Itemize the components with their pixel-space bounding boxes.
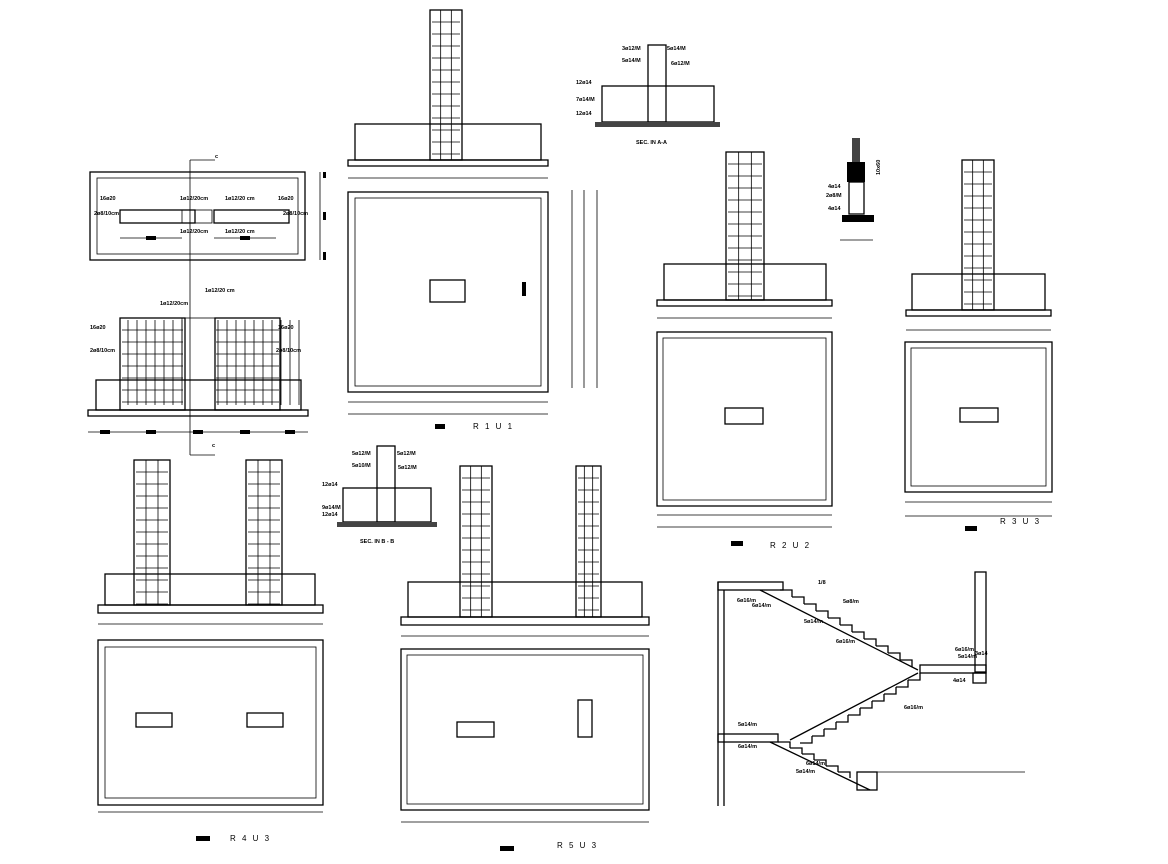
section-b-label: 5ø12/M [397, 451, 416, 457]
combined-footing-elevation: 1ø12/20 cm 1ø12/20cm 16ø20 2ø8/10cm 16ø2… [87, 288, 309, 434]
beam-section: 4ø14 2ø8/M 4ø14 10x60 [826, 138, 882, 241]
footing-r3-u3: R 3 U 3 [904, 159, 1053, 531]
elevation-label: 1ø12/20cm [160, 301, 188, 307]
combined-footing-plan: c c 16ø20 2ø8/10cm 1ø12/20cm 1ø12/20 cm … [89, 154, 326, 456]
stair-label: 5ø14/m [958, 654, 977, 660]
footing-r5-u3: R 5 U 3 [400, 465, 650, 851]
section-b-caption: SEC. IN B - B [360, 539, 394, 545]
footing-r4-u3: R 4 U 3 [97, 459, 324, 843]
stair-steps [759, 589, 921, 791]
footing-r1-u1: R 1 U 1 [347, 9, 598, 431]
plan-label: 16ø20 [100, 196, 116, 202]
elevation-label: 2ø8/10cm [276, 348, 301, 354]
footing-title-r4-u3: R 4 U 3 [230, 834, 271, 843]
stair-section: 1/8 6ø16/m 6ø14/m 5ø8/m 5ø14/m 6ø16/m 6ø… [717, 571, 1025, 806]
section-mark-top: c [215, 154, 218, 160]
stair-label: 5ø14/m [738, 722, 757, 728]
section-a-label: 7ø14/M [576, 97, 595, 103]
section-b-label: 12ø14 [322, 482, 339, 488]
stair-label: 4ø14 [953, 678, 966, 684]
column-rebar-grid [136, 460, 168, 605]
footing-title-r1-u1: R 1 U 1 [473, 422, 514, 431]
section-a-label: 12ø14 [576, 80, 593, 86]
stair-label: 1/8 [818, 580, 826, 586]
stair-label: 6ø14/m [738, 744, 757, 750]
section-mark-bottom: c [212, 443, 215, 449]
plan-label: 1ø12/20cm [180, 196, 208, 202]
beam-label: 10x60 [876, 160, 882, 175]
elevation-label: 2ø8/10cm [90, 348, 115, 354]
column-rebar-grid [964, 160, 992, 310]
section-a-label: 5ø14/M [622, 58, 641, 64]
stair-label: 6ø16/m [836, 639, 855, 645]
column-rebar-grid [248, 460, 280, 605]
column-rebar-grid [728, 152, 762, 300]
stair-label: 6ø16/m [955, 647, 974, 653]
stair-label: 6ø16/m [737, 598, 756, 604]
section-a-label: 6ø12/M [671, 61, 690, 67]
section-a-a: 3ø12/M 5ø14/M 5ø14/M 6ø12/M 12ø14 7ø14/M… [576, 44, 720, 146]
beam-label: 4ø14 [828, 184, 841, 190]
plan-label: 16ø20 [278, 196, 294, 202]
elevation-label: 1ø12/20 cm [205, 288, 235, 294]
footing-title-r3-u3: R 3 U 3 [1000, 517, 1041, 526]
elevation-label: 16ø20 [278, 325, 294, 331]
plan-label: 1ø12/20 cm [225, 229, 255, 235]
plan-label: 1ø12/20 cm [225, 196, 255, 202]
footing-r2-u2: R 2 U 2 [656, 151, 833, 550]
beam-label: 2ø8/M [826, 193, 842, 199]
section-a-caption: SEC. IN A-A [636, 140, 667, 146]
footing-title-r2-u2: R 2 U 2 [770, 541, 811, 550]
plan-label: 2ø8/10cm [283, 211, 308, 217]
plan-label: 2ø8/10cm [94, 211, 119, 217]
stair-label: 5ø8/m [843, 599, 859, 605]
column-rebar-grid [432, 10, 460, 160]
column-rebar-grid [462, 466, 490, 617]
column-rebar-grid [578, 466, 599, 617]
rebar-mesh [122, 320, 300, 405]
section-b-label: 5ø10/M [352, 463, 371, 469]
stair-label: 6ø14/m [806, 761, 825, 767]
footing-title-r5-u3: R 5 U 3 [557, 841, 598, 850]
section-a-label: 3ø12/M [622, 46, 641, 52]
section-b-label: 12ø14 [322, 512, 339, 518]
section-a-label: 12ø14 [576, 111, 593, 117]
section-b-label: 5ø12/M [398, 465, 417, 471]
stair-label: 6ø14/m [752, 603, 771, 609]
section-b-label: 9ø14/M [322, 505, 341, 511]
stair-label: 5ø14/m [804, 619, 823, 625]
plan-label: 1ø12/20cm [180, 229, 208, 235]
stair-label: 6ø16/m [904, 705, 923, 711]
elevation-label: 16ø20 [90, 325, 106, 331]
beam-label: 4ø14 [828, 206, 841, 212]
section-b-label: 5ø12/M [352, 451, 371, 457]
stair-label: 3ø14 [975, 651, 988, 657]
stair-label: 5ø14/m [796, 769, 815, 775]
section-a-label: 5ø14/M [667, 46, 686, 52]
section-b-b: 5ø12/M 5ø12/M 5ø10/M 5ø12/M 12ø14 9ø14/M… [322, 445, 437, 545]
